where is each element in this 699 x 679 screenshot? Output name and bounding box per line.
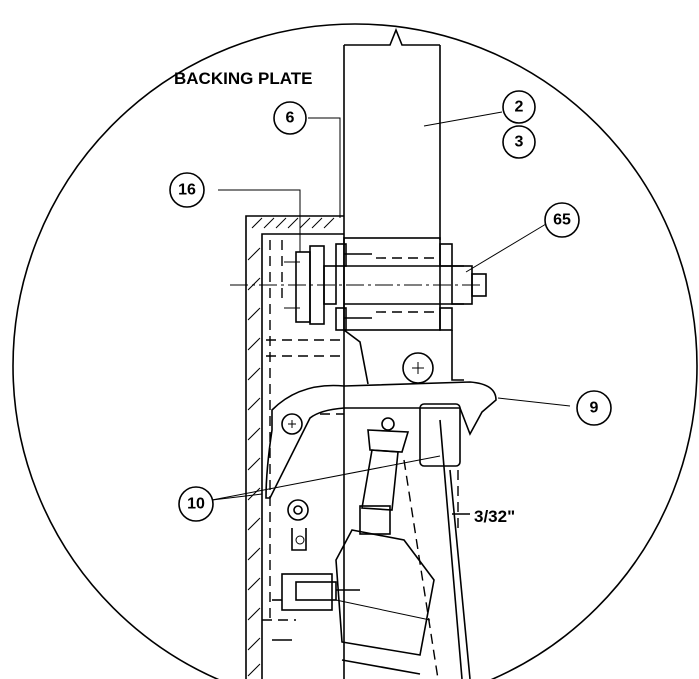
callout-16-number: 16 — [178, 182, 196, 199]
callout-2-number: 2 — [515, 99, 524, 116]
callout-10-number: 10 — [187, 496, 205, 513]
latch-lever — [265, 381, 497, 499]
pivot-bracket — [343, 329, 464, 385]
clamp-block — [230, 237, 487, 331]
callout-16: 16 — [169, 172, 205, 208]
callout-9: 9 — [576, 390, 612, 426]
dimension-label: 3/32" — [474, 507, 515, 526]
actuator — [335, 403, 471, 679]
backing-plate — [245, 215, 344, 679]
washer-stack — [284, 245, 337, 325]
callout-9-number: 9 — [590, 400, 599, 417]
callout-65: 65 — [544, 202, 580, 238]
dimension-marker — [452, 470, 470, 530]
callout-10: 10 — [178, 486, 214, 522]
leader-lines — [211, 111, 571, 501]
callout-6: 6 — [273, 101, 307, 135]
callout-3: 3 — [502, 125, 536, 159]
vertical-post — [343, 27, 441, 679]
backing-plate-label: BACKING PLATE — [174, 69, 313, 88]
callout-65-number: 65 — [553, 212, 571, 229]
callout-3-number: 3 — [515, 134, 524, 151]
lower-mechanism — [262, 499, 360, 641]
callout-6-number: 6 — [286, 110, 295, 127]
detail-circle — [12, 23, 698, 679]
callout-2: 2 — [502, 90, 536, 124]
